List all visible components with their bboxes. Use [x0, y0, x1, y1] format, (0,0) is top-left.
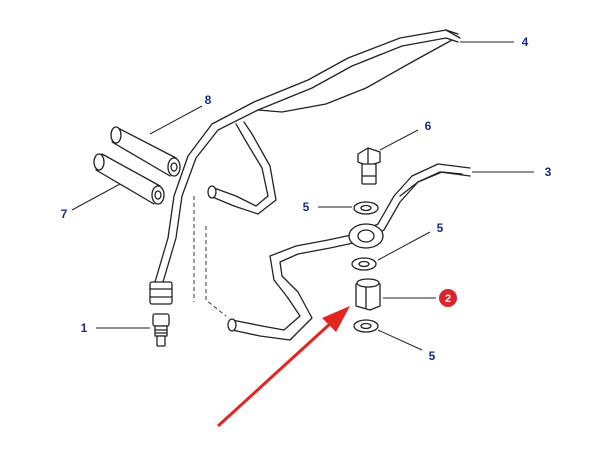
callout-6: 6	[425, 119, 432, 133]
callout-2: 2	[445, 293, 451, 305]
leader-lines	[71, 41, 534, 351]
banjo-bolt-part-6	[357, 147, 381, 185]
callout-5-middle: 5	[437, 221, 444, 235]
callout-7: 7	[61, 207, 68, 221]
callout-5-upper: 5	[303, 200, 310, 214]
callout-4: 4	[522, 35, 529, 49]
pipe-part-3	[227, 163, 471, 341]
return-hose	[207, 121, 277, 215]
callout-5-lower: 5	[429, 349, 436, 363]
washer-part-5-upper	[353, 201, 379, 215]
washer-part-5-middle	[351, 257, 377, 271]
dashed-guide-lines	[193, 196, 227, 317]
callout-8: 8	[205, 93, 212, 107]
washer-part-5-lower	[353, 319, 379, 333]
hose-part-7	[93, 153, 165, 205]
adapter-nut-part-2	[355, 278, 381, 311]
fitting-part-1	[152, 313, 170, 347]
callout-3: 3	[545, 165, 552, 179]
highlight-arrow	[216, 306, 350, 428]
callout-2-badge: 2	[439, 289, 457, 307]
pipe-part-4	[149, 29, 461, 305]
callout-1: 1	[81, 321, 88, 335]
hose-part-8	[110, 126, 181, 177]
